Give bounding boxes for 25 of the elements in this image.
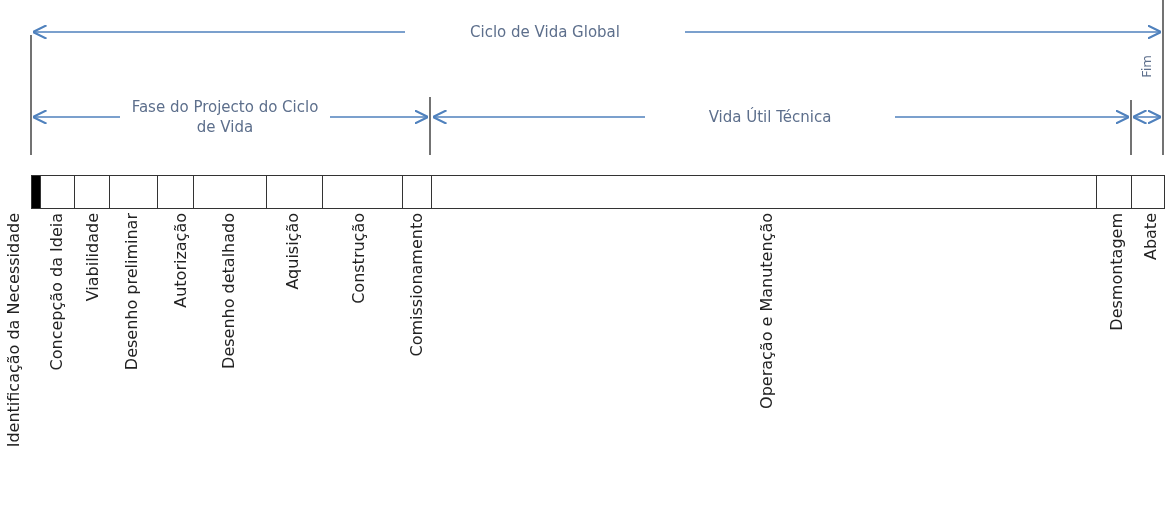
phase-label: Abate	[1142, 213, 1160, 261]
phase-segment	[74, 175, 109, 209]
phase-label: Desmontagem	[1108, 213, 1126, 331]
phase-label: Operação e Manutenção	[758, 213, 776, 409]
phase-segment	[157, 175, 193, 209]
phase-segment	[193, 175, 266, 209]
span-label: Fim	[1138, 55, 1155, 78]
phase-segment	[266, 175, 322, 209]
phase-segment	[322, 175, 402, 209]
phase-label: Autorização	[172, 213, 190, 308]
phase-segment	[109, 175, 157, 209]
phase-segment	[31, 175, 40, 209]
phase-label: Viabilidade	[84, 213, 102, 302]
phase-segment	[40, 175, 74, 209]
phase-label: Concepção da Ideia	[48, 213, 66, 371]
phase-label: Construção	[350, 213, 368, 304]
phase-segment	[431, 175, 1096, 209]
phase-segment	[402, 175, 431, 209]
phase-label: Comissionamento	[408, 213, 426, 357]
phase-label: Aquisição	[284, 213, 302, 290]
phase-segment	[1131, 175, 1165, 209]
phase-label: Desenho preliminar	[123, 213, 141, 371]
phase-segment	[1096, 175, 1131, 209]
phase-label: Identificação da Necessidade	[5, 213, 23, 448]
phase-label: Desenho detalhado	[220, 213, 238, 369]
